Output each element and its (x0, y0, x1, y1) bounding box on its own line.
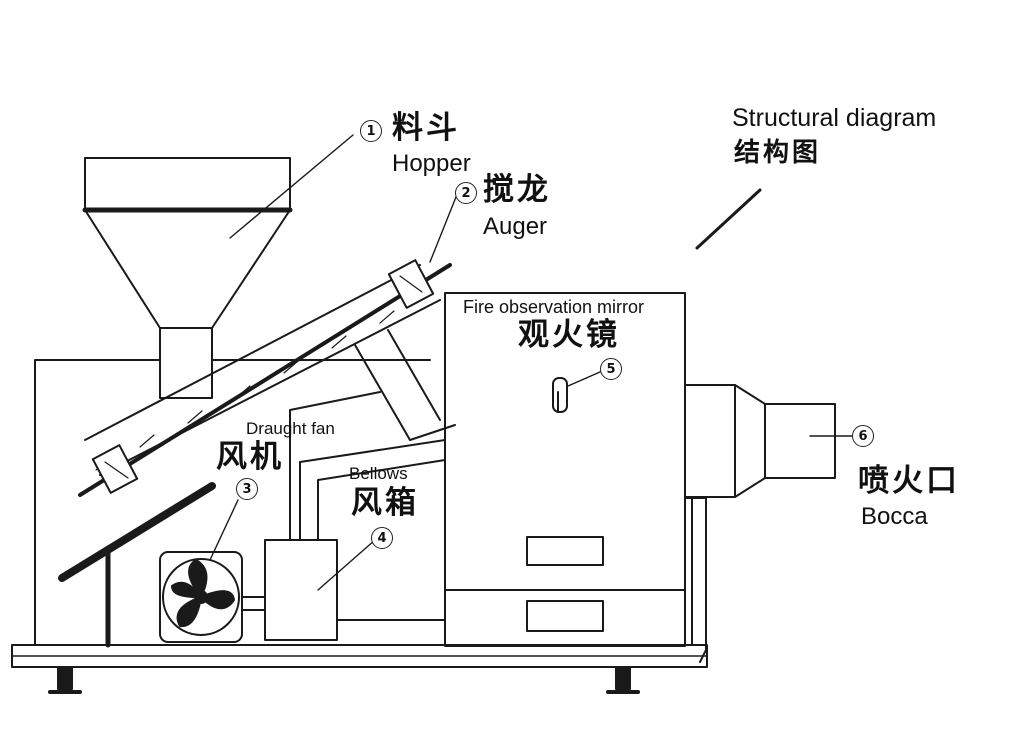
callout-number-4: 4 (371, 527, 393, 549)
base-frame (11, 644, 708, 694)
callout-number-2: 2 (455, 182, 477, 204)
auger-tube (78, 259, 452, 497)
title-cn: 结构图 (734, 138, 822, 168)
bellows-label-en: Bellows (349, 464, 408, 483)
callout-number-6: 6 (852, 425, 874, 447)
leader-lines (209, 134, 853, 591)
title-en: Structural diagram (732, 104, 937, 132)
feed-pipe (354, 329, 456, 441)
auger-label-cn: 搅龙 (483, 172, 551, 208)
mirror-label-cn: 观火镜 (518, 317, 620, 353)
fan-shape (159, 551, 266, 643)
callout-number-1: 1 (360, 120, 382, 142)
mirror-label-en: Fire observation mirror (463, 297, 645, 317)
draught-fan-label-cn: 风机 (216, 439, 284, 475)
auger-label-en: Auger (483, 213, 548, 240)
bocca-label-en: Bocca (861, 503, 928, 530)
bellows-label-cn: 风箱 (351, 485, 419, 521)
nozzle-shape (684, 384, 836, 498)
hopper-label-cn: 料斗 (392, 110, 460, 146)
hopper-shape (82, 157, 293, 399)
bellows-shape (264, 391, 446, 641)
hopper-label-en: Hopper (392, 150, 471, 177)
callout-number-3: 3 (236, 478, 258, 500)
bocca-label-cn: 喷火口 (858, 463, 960, 499)
draught-fan-label-en: Draught fan (246, 419, 335, 438)
support-leg (58, 482, 216, 648)
left-enclosure (34, 359, 431, 646)
callout-number-5: 5 (600, 358, 622, 380)
